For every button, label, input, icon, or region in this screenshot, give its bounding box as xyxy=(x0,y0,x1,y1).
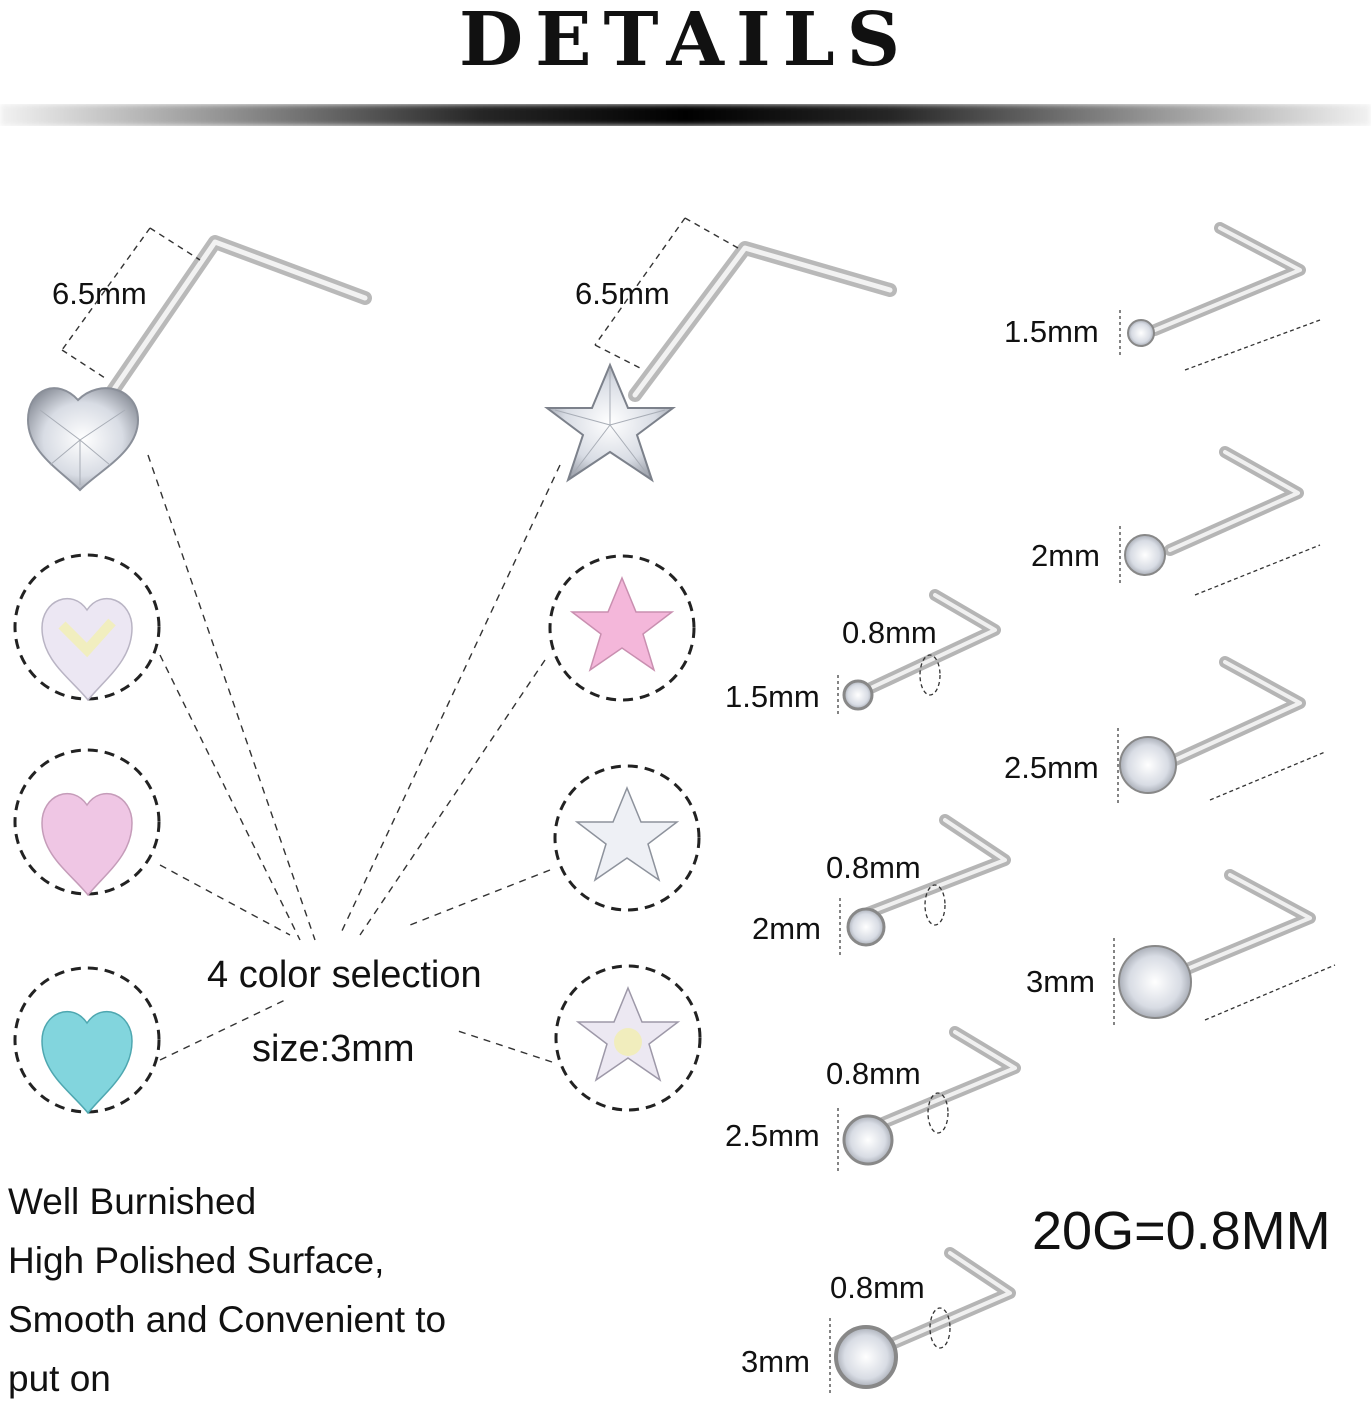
bezel-stud-1-size: 1.5mm xyxy=(725,679,820,714)
page-title: DETAILS xyxy=(458,0,913,83)
converging-lines xyxy=(147,454,561,1063)
prong-stud-3 xyxy=(1119,656,1326,801)
bezel-stud-2 xyxy=(846,814,1011,947)
feature-line: High Polished Surface, xyxy=(8,1240,385,1281)
bezel-stud-3-wire: 0.8mm xyxy=(826,1056,921,1091)
feature-line: put on xyxy=(8,1358,111,1399)
title-divider xyxy=(0,104,1371,126)
gauge-label: 20G=0.8MM xyxy=(1032,1201,1331,1261)
features-list: Well Burnished High Polished Surface, Sm… xyxy=(8,1172,446,1408)
heart-variant-pink xyxy=(13,748,161,897)
star-variant-pink xyxy=(548,554,696,702)
feature-line: Well Burnished xyxy=(8,1181,257,1222)
bezel-stud-2-size: 2mm xyxy=(752,911,821,946)
heart-variant-aurora xyxy=(13,553,161,702)
prong-stud-1-size: 1.5mm xyxy=(1004,314,1099,349)
star-dimension-lines xyxy=(594,217,739,369)
size-brackets xyxy=(829,310,1121,1396)
heart-length-label: 6.5mm xyxy=(52,276,147,311)
prong-stud-4-size: 3mm xyxy=(1026,964,1095,999)
bezel-stud-4 xyxy=(834,1247,1016,1389)
star-variant-aurora xyxy=(554,964,702,1112)
star-length-label: 6.5mm xyxy=(575,276,670,311)
prong-stud-4 xyxy=(1118,869,1336,1021)
heart-stud xyxy=(26,235,372,492)
star-variant-clear xyxy=(553,764,701,912)
heart-variant-aqua xyxy=(13,966,161,1115)
bezel-stud-3-size: 2.5mm xyxy=(725,1118,820,1153)
bezel-stud-3 xyxy=(842,1026,1021,1166)
color-selection-label: 4 color selection xyxy=(207,954,482,996)
bezel-stud-4-wire: 0.8mm xyxy=(830,1270,925,1305)
bezel-stud-1-wire: 0.8mm xyxy=(842,615,937,650)
star-stud xyxy=(544,241,897,483)
prong-stud-1 xyxy=(1127,222,1321,371)
size-label: size:3mm xyxy=(252,1028,415,1070)
prong-stud-3-size: 2.5mm xyxy=(1004,750,1099,785)
feature-line: Smooth and Convenient to xyxy=(8,1299,447,1340)
bezel-stud-4-size: 3mm xyxy=(741,1344,810,1379)
heart-dimension-lines xyxy=(61,227,201,379)
prong-stud-2-size: 2mm xyxy=(1031,538,1100,573)
prong-stud-2 xyxy=(1124,446,1321,596)
bezel-stud-2-wire: 0.8mm xyxy=(826,850,921,885)
bezel-stud-1 xyxy=(842,589,1001,711)
